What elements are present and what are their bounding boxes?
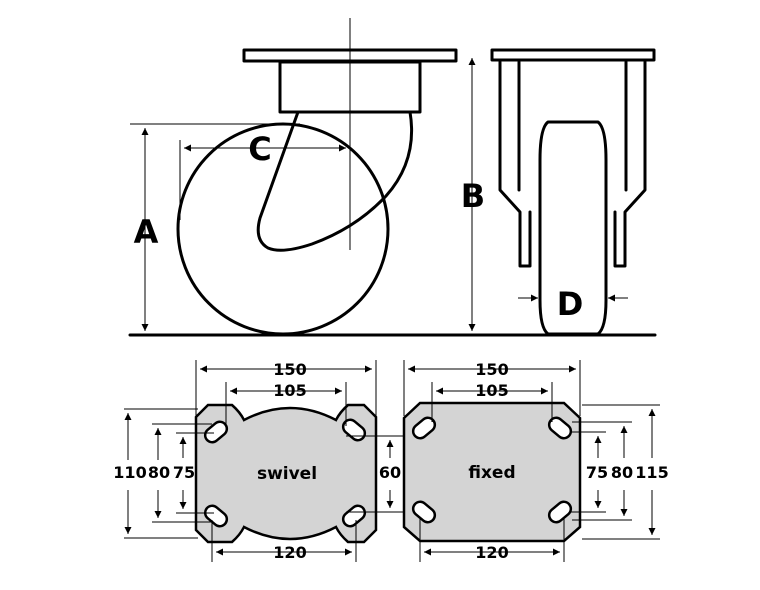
swivel-label-150: 150: [273, 360, 306, 379]
swivel-label-110: 110: [113, 463, 146, 482]
slot-top-right: [341, 418, 367, 442]
swivel-plate-outline: [194, 403, 378, 544]
swivel-label-120: 120: [273, 543, 306, 562]
label-a: A: [134, 213, 159, 251]
fixed-bracket-left: [498, 60, 532, 268]
swivel-plate-title: swivel: [257, 464, 317, 484]
fixed-label-75: 75: [586, 463, 608, 482]
slot-top-right: [547, 416, 573, 440]
swivel-mounting-plate: 150 105 120 110 80 75 swivel: [113, 360, 378, 562]
swivel-wheel: [176, 122, 390, 336]
label-d: D: [557, 285, 584, 323]
fixed-plate-title: fixed: [468, 463, 515, 483]
slot-top-left: [203, 420, 229, 444]
fixed-wheel: [538, 120, 608, 336]
slot-bottom-right: [547, 500, 573, 524]
fixed-label-115: 115: [635, 463, 668, 482]
label-c: C: [248, 130, 271, 168]
fixed-bracket-right: [613, 60, 647, 268]
swivel-label-75: 75: [173, 463, 195, 482]
fixed-label-150: 150: [475, 360, 508, 379]
swivel-plate-slots: [203, 418, 367, 528]
swivel-caster-side-view: A C: [128, 18, 657, 337]
fixed-label-120: 120: [475, 543, 508, 562]
label-b: B: [461, 177, 485, 215]
fixed-top-plate: [490, 48, 656, 62]
slot-bottom-left: [411, 500, 437, 524]
swivel-label-80: 80: [148, 463, 170, 482]
fixed-plate-slots: [411, 416, 573, 524]
slot-bottom-right: [341, 504, 367, 528]
swivel-fork: [256, 110, 414, 252]
slot-top-left: [411, 416, 437, 440]
fixed-mounting-plate: 150 105 120 75 80 115 fixed: [402, 360, 669, 562]
fixed-caster-front-view: B D: [461, 48, 656, 336]
fixed-label-105: 105: [475, 381, 508, 400]
center-label-60: 60: [379, 463, 401, 482]
swivel-label-105: 105: [273, 381, 306, 400]
fixed-label-80: 80: [611, 463, 633, 482]
